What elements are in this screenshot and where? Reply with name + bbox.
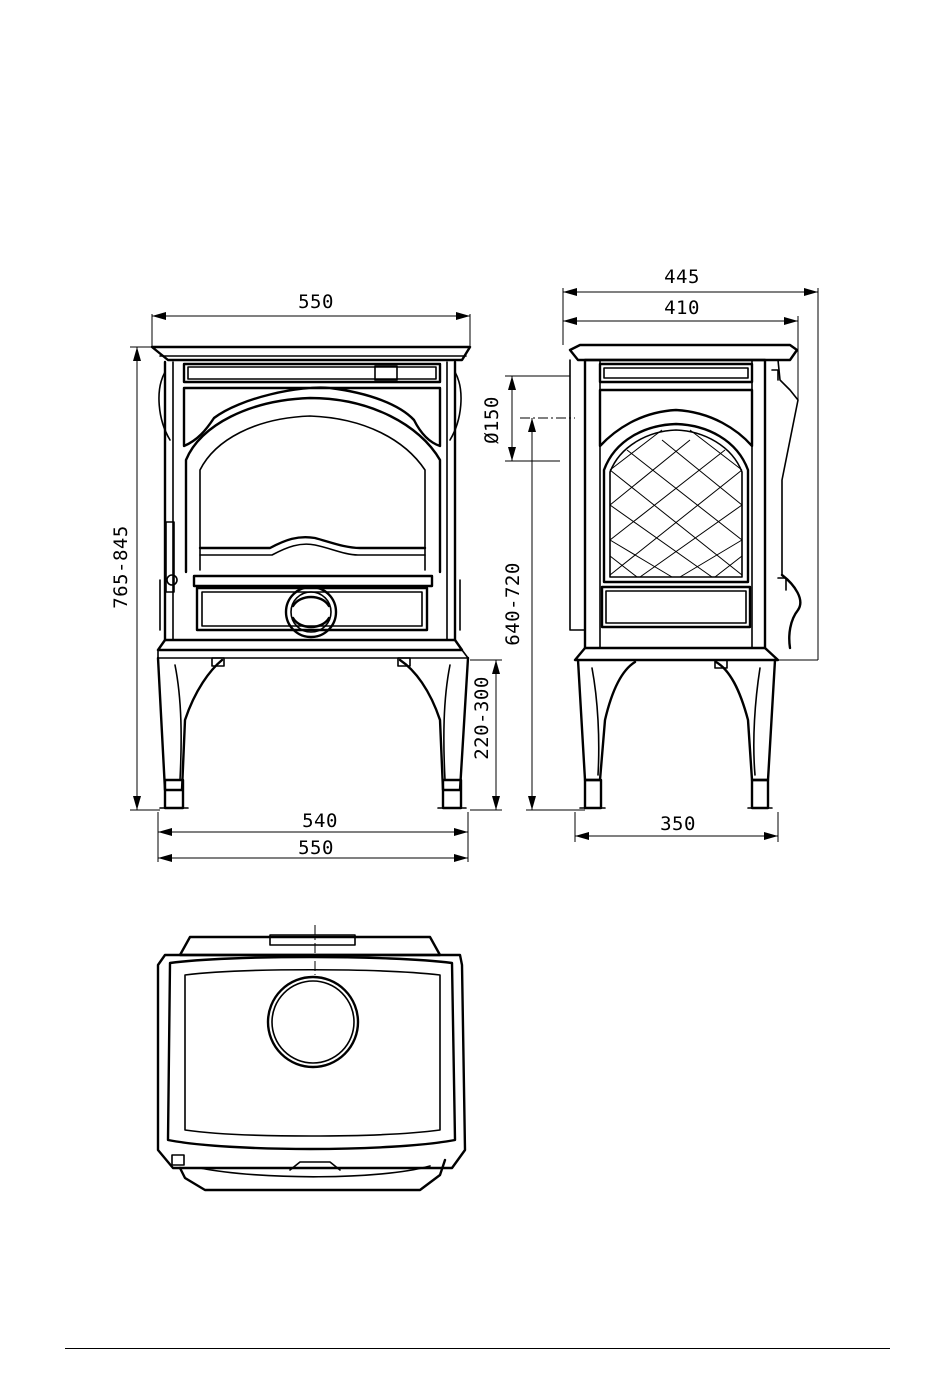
dim-leg-height: 220-300: [471, 676, 493, 760]
dim-flue-diameter: Ø150: [481, 396, 503, 444]
side-view: [570, 345, 800, 808]
dim-front-height: 765-845: [110, 525, 132, 609]
dim-side-depth-inner: 410: [664, 297, 700, 319]
dim-front-width-top: 550: [298, 291, 334, 313]
footer-rule: [65, 1348, 890, 1349]
dimension-labels: 550 765-845 220-300 540 550 445 410 Ø150…: [110, 266, 700, 859]
dim-front-width-bottom: 550: [298, 837, 334, 859]
top-view: [158, 925, 465, 1190]
dim-side-feet-depth: 350: [660, 813, 696, 835]
dim-side-depth-outer: 445: [664, 266, 700, 288]
front-view: [152, 347, 470, 808]
window-lattice: [610, 430, 742, 577]
dim-flue-height: 640-720: [502, 562, 524, 646]
dim-front-width-feet: 540: [302, 810, 338, 832]
